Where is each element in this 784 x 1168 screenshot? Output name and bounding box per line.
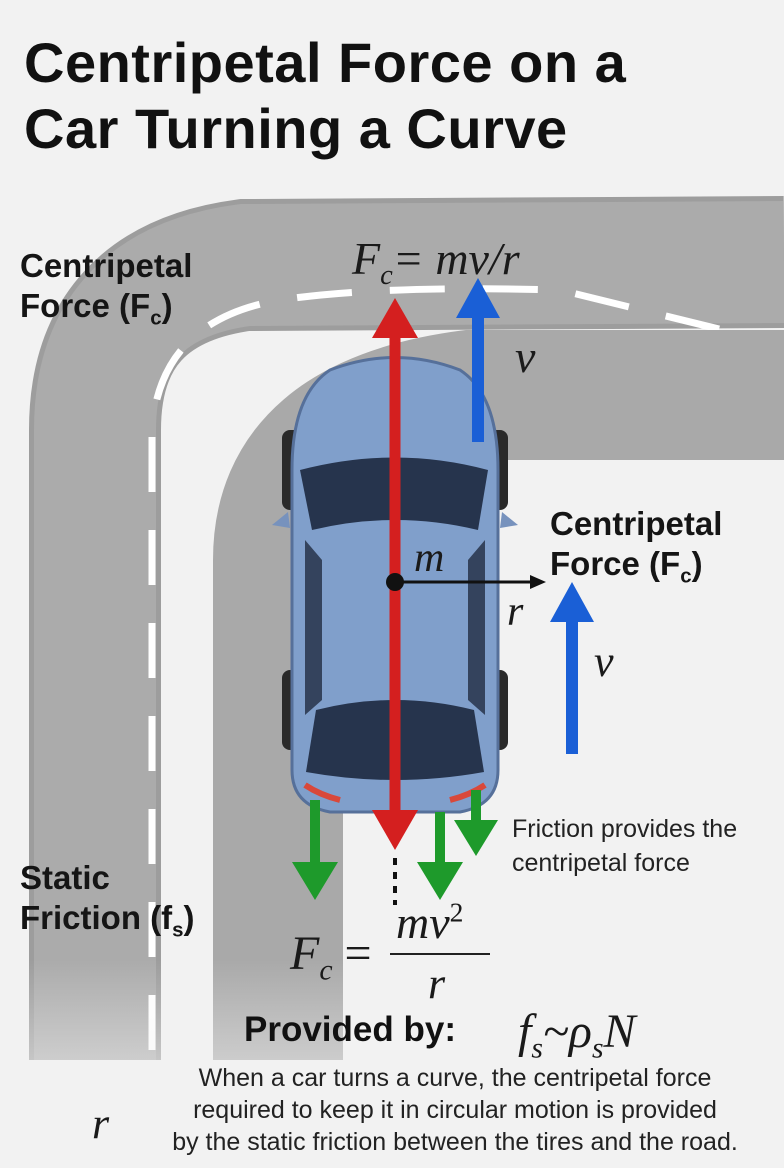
road-center-dashes <box>148 285 784 1050</box>
title-line-1: Centripetal Force on a <box>24 31 627 94</box>
bottom-equation-numerator: mv2 <box>396 896 464 948</box>
page-title: Centripetal Force on a Car Turning a Cur… <box>24 30 626 162</box>
velocity-label-top: v <box>515 331 536 382</box>
top-equation: Fc= mv/r <box>352 233 520 292</box>
title-line-2: Car Turning a Curve <box>24 97 568 160</box>
stray-radius-label: r <box>92 1099 110 1148</box>
provided-by-label: Provided by: <box>244 1010 456 1049</box>
friction-note: Friction provides the centripetal force <box>512 815 738 877</box>
friction-arrows <box>292 790 498 900</box>
bottom-equation-denominator: r <box>428 959 446 1008</box>
velocity-label-right: v <box>594 637 614 686</box>
velocity-arrow-right <box>550 582 594 754</box>
centripetal-force-label-right: Centripetal Force (Fc) <box>550 505 723 588</box>
radius-arrow <box>386 573 546 591</box>
centripetal-force-label-left: Centripetal Force (Fc) <box>20 247 193 330</box>
provided-formula: fs~ρsN <box>518 1005 636 1065</box>
bottom-equation-lhs: Fc = <box>290 927 372 987</box>
velocity-arrow-top <box>456 278 500 442</box>
radius-label: r <box>507 589 524 635</box>
explanation-text: When a car turns a curve, the centripeta… <box>172 1064 738 1156</box>
mass-label: m <box>414 535 445 581</box>
static-friction-label: Static Friction (fs) <box>20 859 195 942</box>
